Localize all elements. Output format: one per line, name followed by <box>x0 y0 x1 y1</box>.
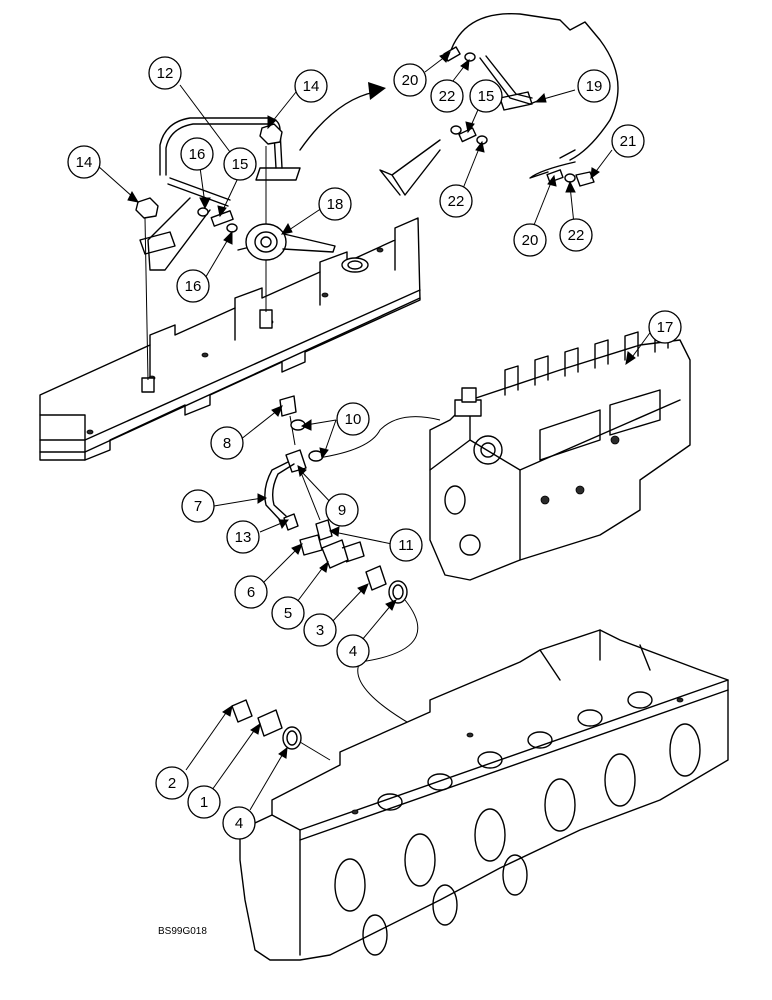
flow-arrow <box>299 91 376 151</box>
valve-cover <box>39 217 421 461</box>
figure-reference: BS99G018 <box>158 926 207 937</box>
callout-label: 1 <box>200 794 208 811</box>
callout-label: 17 <box>657 319 674 336</box>
detail-fuel-line <box>379 13 619 196</box>
callout-label: 3 <box>316 622 324 639</box>
callout-label: 16 <box>189 146 206 163</box>
callout-14-upper: 14 <box>294 69 328 103</box>
callout-5: 5 <box>271 596 305 630</box>
callout-18: 18 <box>318 187 352 221</box>
callout-label: 4 <box>349 643 357 660</box>
callout-16-upper: 16 <box>180 137 214 171</box>
callout-22-c: 22 <box>559 218 593 252</box>
callout-14-left: 14 <box>67 145 101 179</box>
callout-7: 7 <box>181 489 215 523</box>
callout-8: 8 <box>210 426 244 460</box>
callout-label: 18 <box>327 196 344 213</box>
callout-label: 20 <box>522 232 539 249</box>
callout-label: 15 <box>232 156 249 173</box>
callout-label: 22 <box>568 227 585 244</box>
callout-label: 22 <box>439 88 456 105</box>
callout-20-lower: 20 <box>513 223 547 257</box>
callout-6: 6 <box>234 575 268 609</box>
drain-fittings <box>264 395 408 604</box>
callout-10: 10 <box>336 402 370 436</box>
callout-label: 14 <box>76 154 93 171</box>
callout-20-upper: 20 <box>393 63 427 97</box>
injection-pump <box>429 325 691 581</box>
callout-4-upper: 4 <box>336 634 370 668</box>
callout-label: 2 <box>168 775 176 792</box>
callout-label: 8 <box>223 435 231 452</box>
callout-label: 11 <box>398 537 414 554</box>
filter-valve <box>237 223 336 261</box>
callout-17: 17 <box>648 310 682 344</box>
assembly-lead-line <box>357 599 431 736</box>
callout-1: 1 <box>187 785 221 819</box>
fuel-line-assembly <box>135 117 301 381</box>
callout-4-lower: 4 <box>222 806 256 840</box>
callout-label: 9 <box>338 502 346 519</box>
callout-label: 6 <box>247 584 255 601</box>
callout-11: 11 <box>389 528 423 562</box>
callout-15-left: 15 <box>223 147 257 181</box>
flow-arrow-head <box>368 82 386 100</box>
callout-15-right: 15 <box>469 79 503 113</box>
callout-9: 9 <box>325 493 359 527</box>
callout-22-b: 22 <box>439 184 473 218</box>
callout-21: 21 <box>611 124 645 158</box>
callout-label: 21 <box>620 133 637 150</box>
callout-label: 15 <box>478 88 495 105</box>
callout-13: 13 <box>226 520 260 554</box>
callout-label: 12 <box>157 65 174 82</box>
cylinder-head <box>239 629 729 961</box>
callout-19: 19 <box>577 69 611 103</box>
callout-3: 3 <box>303 613 337 647</box>
callout-label: 5 <box>284 605 292 622</box>
leader-lines <box>97 51 653 811</box>
callout-label: 4 <box>235 815 243 832</box>
callout-label: 10 <box>345 411 362 428</box>
callout-22-a: 22 <box>430 79 464 113</box>
callout-label: 16 <box>185 278 202 295</box>
callout-2: 2 <box>155 766 189 800</box>
lower-fittings <box>231 699 331 761</box>
callout-label: 7 <box>194 498 202 515</box>
callout-label: 19 <box>586 78 603 95</box>
callout-12: 12 <box>148 56 182 90</box>
callout-label: 22 <box>448 193 465 210</box>
callout-label: 20 <box>402 72 419 89</box>
callout-label: 14 <box>303 78 320 95</box>
callout-16-lower: 16 <box>176 269 210 303</box>
pump-return-line <box>317 416 441 459</box>
callout-label: 13 <box>235 529 252 546</box>
